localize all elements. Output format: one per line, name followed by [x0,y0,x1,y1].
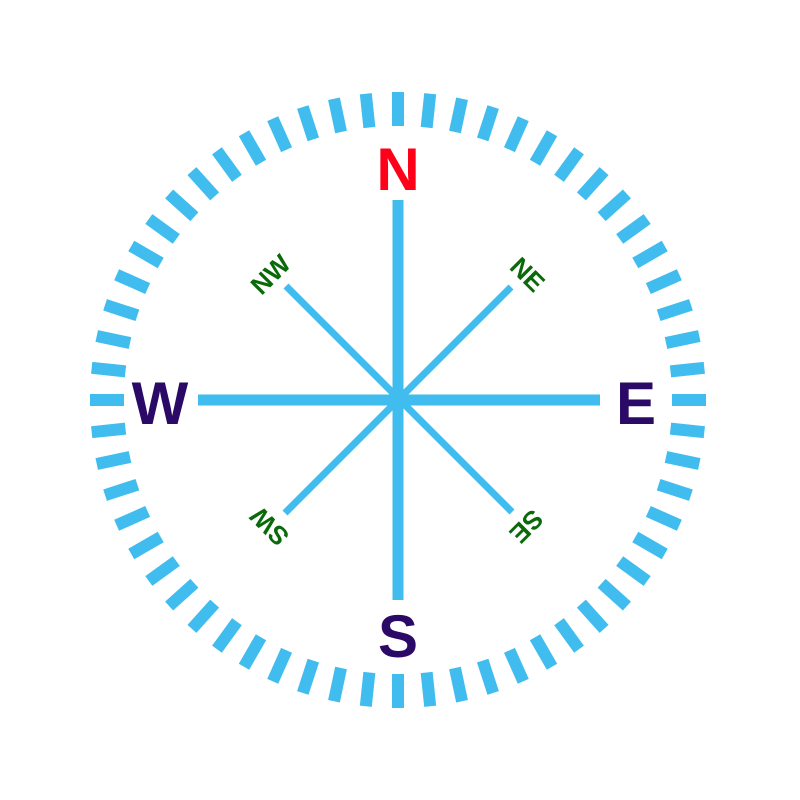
ring-tick [632,240,668,269]
ring-tick [669,422,705,439]
ring-tick [267,116,293,153]
ring-tick [616,556,651,586]
ring-tick [632,531,668,560]
ring-tick [420,93,437,129]
ring-tick [645,269,682,295]
south-label: S [378,603,418,670]
ring-tick [476,658,499,695]
ring-tick [165,578,199,611]
ring-tick [114,505,151,531]
ring-tick [503,647,529,684]
ring-tick [91,422,127,439]
north-label: N [376,136,419,203]
ring-tick [359,671,376,707]
ring-tick [576,599,609,633]
ring-tick [503,116,529,153]
ring-tick [597,578,631,611]
ring-tick [449,97,468,134]
ring-tick [656,478,693,501]
ring-tick [529,130,558,166]
ring-tick [212,618,242,653]
ring-tick [212,147,242,182]
ring-tick [238,634,267,670]
ring-tick [645,505,682,531]
ring-tick [476,105,499,142]
west-label: W [132,370,189,437]
east-label: E [616,370,656,437]
ring-tick [656,299,693,322]
ring-tick [91,361,127,378]
ring-tick [145,556,180,586]
ring-tick [576,167,609,201]
ring-tick [267,647,293,684]
ring-tick [165,189,199,222]
ring-tick [328,97,347,134]
ring-tick [669,361,705,378]
ring-tick [420,671,437,707]
ring-tick [128,531,164,560]
ring-tick [297,105,320,142]
ring-tick [145,214,180,244]
ring-tick [103,299,140,322]
ring-tick [664,451,701,470]
ring-tick [328,666,347,703]
ring-tick [449,666,468,703]
center-hub [389,391,407,409]
ring-tick [664,330,701,349]
ring-tick [187,167,220,201]
tick-ring [90,92,706,708]
ring-tick [114,269,151,295]
ring-tick [297,658,320,695]
ring-tick [529,634,558,670]
ring-tick [554,147,584,182]
ring-tick [554,618,584,653]
ring-tick [597,189,631,222]
ring-tick [128,240,164,269]
ring-tick [103,478,140,501]
ring-tick [95,451,132,470]
ring-tick [187,599,220,633]
ring-tick [616,214,651,244]
ring-tick [238,130,267,166]
ring-tick [359,93,376,129]
ring-tick [95,330,132,349]
